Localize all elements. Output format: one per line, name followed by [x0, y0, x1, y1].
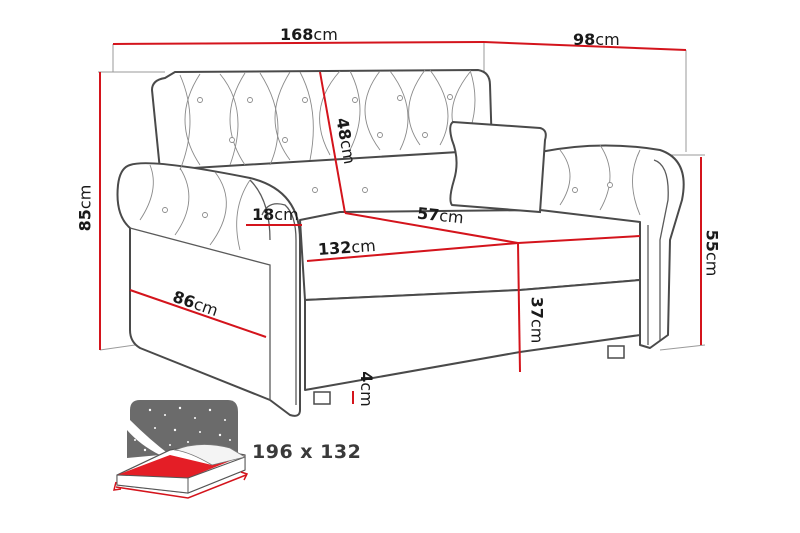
total-width-unit: cm: [313, 25, 338, 44]
tufting-pattern: [139, 69, 641, 251]
side-depth-dimension-line: [129, 289, 267, 338]
width-dimension-line: [112, 41, 485, 45]
seat-height-dimension-line: [517, 242, 521, 373]
total-height-label: 85cm: [75, 184, 95, 232]
tufting-buttons: [162, 94, 613, 218]
total-depth-label: 98cm: [573, 32, 620, 48]
leg-height-value: 4: [356, 371, 376, 383]
total-depth-value: 98: [573, 30, 596, 49]
armrest-details: [129, 159, 669, 405]
depth-dimension-line: [483, 41, 687, 51]
leg-height-label: 4cm: [356, 371, 376, 407]
armrest-height-value: 55: [702, 229, 722, 252]
sleeping-area-label: 196 x 132: [252, 441, 362, 463]
seat-width-unit: cm: [350, 236, 377, 257]
armrest-width-value: 18: [252, 205, 275, 224]
seat-width-dimension-line: [306, 242, 519, 262]
total-height-unit: cm: [75, 184, 95, 210]
backrest-dimension-line: [319, 71, 346, 214]
sofa-legs: [313, 345, 625, 405]
backrest-height-unit: cm: [336, 138, 360, 166]
seat-depth-unit: cm: [438, 205, 465, 228]
seat-height-label: 37cm: [527, 296, 547, 344]
sofa-body: [116, 69, 685, 417]
seat-width-label: 132cm: [317, 236, 377, 259]
total-height-value: 85: [75, 209, 95, 232]
pillow: [449, 120, 547, 214]
seat-depth-value: 57: [416, 203, 441, 225]
leg-height-unit: cm: [356, 382, 376, 407]
seat-height-value: 37: [527, 296, 547, 319]
total-width-label: 168cm: [280, 27, 338, 43]
seat-height-unit: cm: [527, 318, 547, 344]
bed-night-icon: [113, 400, 249, 499]
seat-depth-dimension-line: [344, 212, 519, 244]
armrest-height-unit: cm: [702, 251, 722, 277]
seat-width-value: 132: [317, 237, 353, 259]
armrest-height-label: 55cm: [702, 229, 722, 277]
total-width-value: 168: [280, 25, 314, 44]
dimension-lines: [99, 41, 702, 404]
armrest-width-unit: cm: [274, 205, 299, 224]
seat-depth-label: 57cm: [416, 203, 465, 228]
armrest-width-label: 18cm: [252, 207, 299, 223]
total-depth-unit: cm: [595, 30, 620, 49]
seat-edge-dimension-line: [517, 235, 641, 244]
